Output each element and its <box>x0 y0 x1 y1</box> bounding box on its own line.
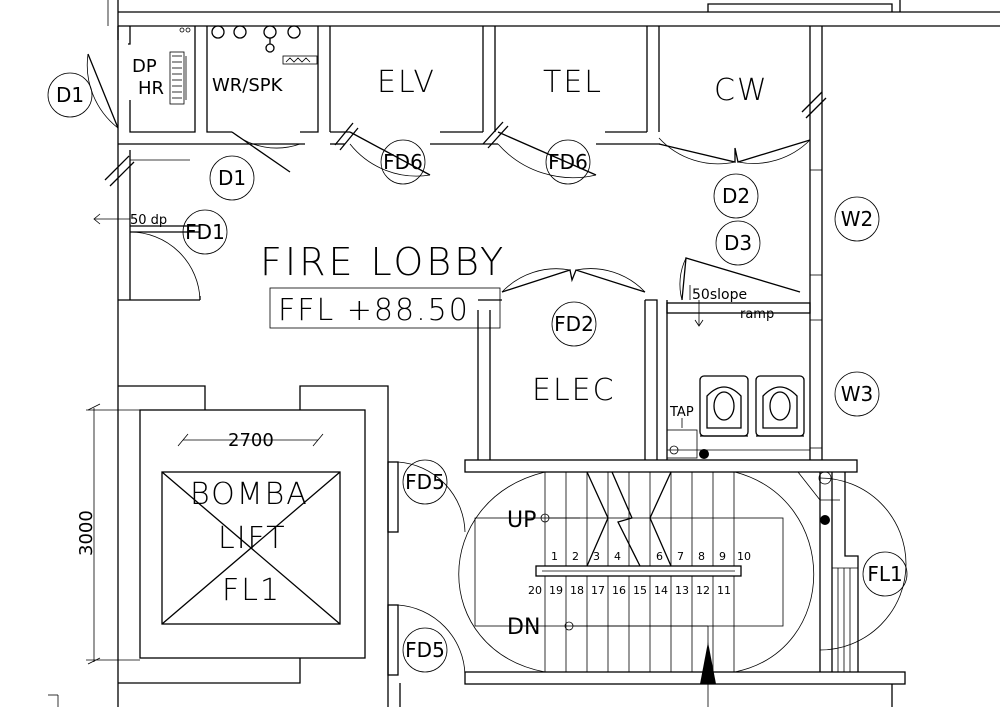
dp-note: 50 dp <box>130 213 167 228</box>
cw-label: CW <box>714 73 769 108</box>
stair-number: 2 <box>572 550 579 563</box>
door-tag-label: FD5 <box>405 470 445 494</box>
door-tag: FD5 <box>402 627 448 673</box>
slope-note: 50slope <box>692 287 747 303</box>
dimension-lines <box>86 403 324 665</box>
stair-number: 13 <box>675 584 689 597</box>
door-tag: D1 <box>209 155 255 201</box>
door-tag-label: FD1 <box>185 220 225 244</box>
equipment <box>93 25 805 459</box>
stair-number: 4 <box>614 550 621 563</box>
stair-number: 10 <box>737 550 751 563</box>
door-tag: D3 <box>715 220 761 266</box>
stair-number: 19 <box>549 584 563 597</box>
elec-label: ELEC <box>532 373 616 408</box>
stair-number: 1 <box>551 550 558 563</box>
wall-lines <box>48 0 1000 707</box>
stair-number: 17 <box>591 584 605 597</box>
stair-number: 8 <box>698 550 705 563</box>
ffl-box <box>269 287 501 329</box>
up-note: UP <box>507 508 536 533</box>
stair-number: 18 <box>570 584 584 597</box>
door-tag: FD6 <box>380 139 426 185</box>
hr-label: HR <box>138 78 164 99</box>
stair-number: 11 <box>717 584 731 597</box>
window-tag: W3 <box>834 371 880 417</box>
height-dimension: 3000 <box>76 510 97 556</box>
tap-note: TAP <box>669 405 694 420</box>
tel-label: TEL <box>543 65 603 100</box>
lift-tag: FL1 <box>862 551 908 597</box>
door-tag-label: FD6 <box>548 150 588 174</box>
dp-label: DP <box>132 56 157 77</box>
window-tag-label: W2 <box>841 207 874 231</box>
stair-numbers-down: 20 19 18 17 16 15 14 13 12 11 <box>528 584 731 597</box>
door-tag-label: FD5 <box>405 638 445 662</box>
door-tag-label: D1 <box>56 83 84 107</box>
door-tag: FD2 <box>551 301 597 347</box>
elv-label: ELV <box>377 65 436 100</box>
bomba-label: BOMBA <box>190 477 309 512</box>
stair-number: 12 <box>696 584 710 597</box>
door-swings <box>86 53 907 676</box>
lift-tag-label: FL1 <box>867 562 902 586</box>
door-tag-label: FD6 <box>383 150 423 174</box>
window-tag-label: W3 <box>841 382 874 406</box>
door-tags: D1 D1 FD6 FD6 D2 D3 FD1 FD2 <box>47 72 908 673</box>
stair-number: 14 <box>654 584 668 597</box>
stair <box>458 471 840 707</box>
stair-number: 15 <box>633 584 647 597</box>
lift-label: LIFT <box>218 521 287 556</box>
stair-number: 20 <box>528 584 542 597</box>
wr-spk-label: WR/SPK <box>212 75 284 96</box>
door-tag: FD1 <box>182 209 228 255</box>
stair-numbers-up: 1 2 3 4 6 7 8 9 10 <box>551 550 751 563</box>
stair-number: 3 <box>593 550 600 563</box>
stair-number: 16 <box>612 584 626 597</box>
fl1-label: FL1 <box>222 573 281 608</box>
door-tag: D2 <box>713 173 759 219</box>
ramp-note: ramp <box>740 307 774 322</box>
fire-lobby-label: FIRE LOBBY <box>260 240 506 284</box>
window-tag: W2 <box>834 196 880 242</box>
door-tag-label: FD2 <box>554 312 594 336</box>
ffl-label: FFL +88.50 <box>278 293 470 328</box>
stair-number: 7 <box>677 550 684 563</box>
door-tag: D1 <box>47 72 93 118</box>
stair-number: 6 <box>656 550 663 563</box>
door-tag-label: D2 <box>722 184 750 208</box>
dn-note: DN <box>507 615 540 640</box>
door-tag: FD6 <box>545 139 591 185</box>
door-tag-label: D3 <box>724 231 752 255</box>
stair-number: 9 <box>719 550 726 563</box>
door-tag-label: D1 <box>218 166 246 190</box>
door-tag: FD5 <box>402 459 448 505</box>
width-dimension: 2700 <box>228 430 274 451</box>
